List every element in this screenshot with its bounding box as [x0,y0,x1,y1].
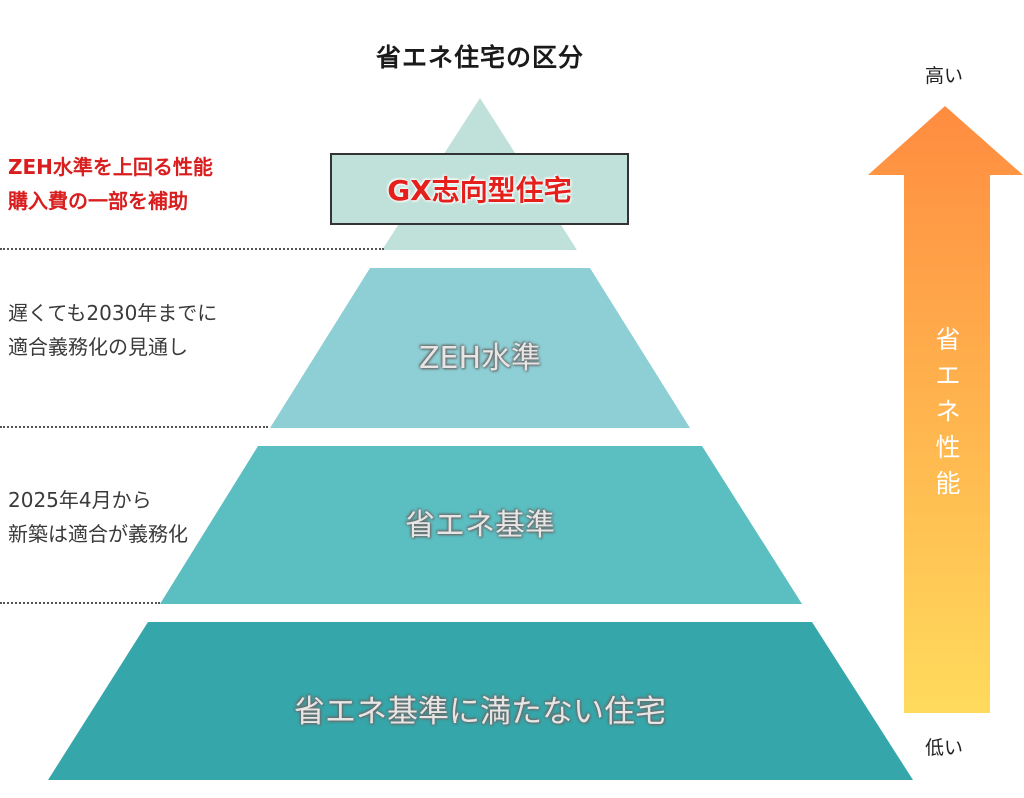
arrow-axis-label: 省エネ性能 [918,322,978,502]
tier-below-standard-shape [48,622,913,780]
note-gx-line1: ZEH水準を上回る性能 [8,155,213,179]
tier-zeh-label: ZEH水準 [418,341,542,376]
diagram-title: 省エネ住宅の区分 [375,43,584,72]
note-standard: 2025年4月から 新築は適合が義務化 [8,483,188,551]
tier-gx-label: GX志向型住宅 [387,174,572,207]
separator-1 [0,248,384,250]
tier-zeh-shape [270,268,690,428]
arrow-high-label: 高い [925,65,964,87]
note-standard-line2: 新築は適合が義務化 [8,522,188,546]
note-zeh: 遅くても2030年までに 適合義務化の見通し [8,296,217,364]
tier-standard-label: 省エネ基準 [405,508,555,543]
performance-arrow-shape [868,106,1023,713]
note-gx: ZEH水準を上回る性能 購入費の一部を補助 [8,150,213,218]
note-gx-line2: 購入費の一部を補助 [8,189,188,213]
note-zeh-line1: 遅くても2030年までに [8,301,218,325]
note-standard-line1: 2025年4月から [8,488,152,512]
note-zeh-line2: 適合義務化の見通し [8,335,188,359]
tier-standard-shape [160,446,802,604]
separator-3 [0,602,160,604]
arrow-axis-char: ネ [935,397,961,426]
arrow-axis-char: エ [935,361,961,390]
arrow-axis-char: 省 [935,325,961,354]
arrow-axis-char: 性 [935,433,961,462]
arrow-axis-char: 能 [935,469,961,498]
separator-2 [0,426,268,428]
tier-gx-box: GX志向型住宅 [330,153,629,225]
tier-below-standard-label: 省エネ基準に満たない住宅 [294,694,666,730]
arrow-low-label: 低い [925,737,964,759]
